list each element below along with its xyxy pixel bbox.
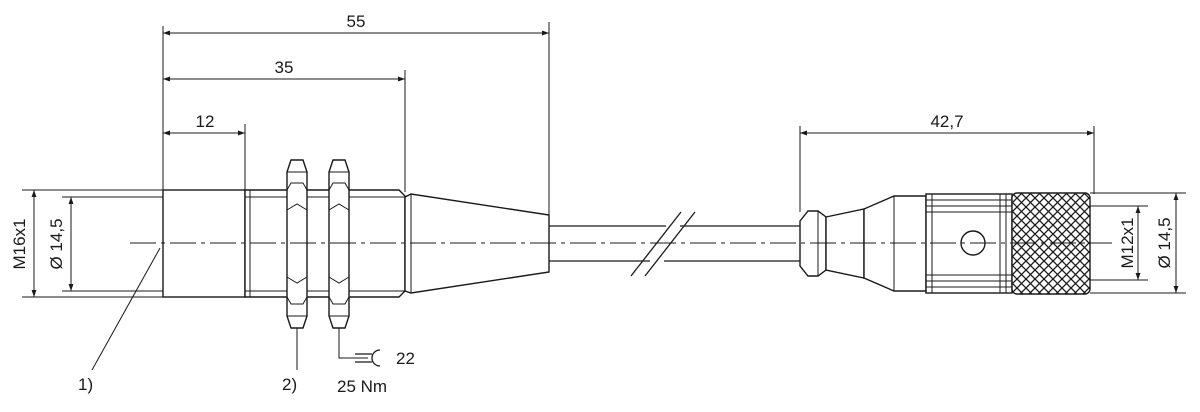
dimension-thread-length: 35	[163, 58, 405, 82]
dim-left-diameter: Ø 14,5	[47, 218, 66, 269]
dim-overall-length: 55	[347, 12, 366, 31]
dimension-right-diameter: Ø 14,5	[1155, 193, 1179, 293]
hex-nut-1	[286, 159, 308, 329]
dim-connector-length: 42,7	[930, 112, 963, 131]
dim-left-thread: M16x1	[10, 218, 29, 269]
callout-label-2: 2)	[282, 375, 297, 394]
cable-break-line	[644, 211, 696, 277]
hex-nut-2	[328, 159, 350, 329]
dimension-overall: 55	[163, 12, 549, 36]
cable-break-line	[630, 211, 682, 277]
dim-thread-length: 35	[275, 58, 294, 77]
callout-torque: 25 Nm	[337, 377, 387, 396]
dim-front-length: 12	[196, 112, 215, 131]
dimension-left-diameter: Ø 14,5	[47, 197, 74, 291]
leader-line	[338, 352, 368, 359]
callout-sensing-face: 1)	[78, 247, 161, 394]
wrench-icon	[355, 349, 381, 367]
callout-label-1: 1)	[78, 375, 93, 394]
dim-right-diameter: Ø 14,5	[1155, 217, 1174, 268]
callout-wrench: 22 25 Nm	[337, 328, 415, 396]
dimension-front-length: 12	[163, 112, 245, 136]
cable	[549, 211, 800, 277]
dimension-right-thread: M12x1	[1118, 206, 1141, 280]
dimension-left-thread: M16x1	[10, 190, 37, 297]
callout-nuts: 2)	[282, 328, 298, 394]
dimension-connector-length: 42,7	[800, 112, 1094, 136]
dim-right-thread: M12x1	[1118, 217, 1137, 268]
leader-line	[91, 247, 161, 371]
callout-wrench-size: 22	[396, 349, 415, 368]
